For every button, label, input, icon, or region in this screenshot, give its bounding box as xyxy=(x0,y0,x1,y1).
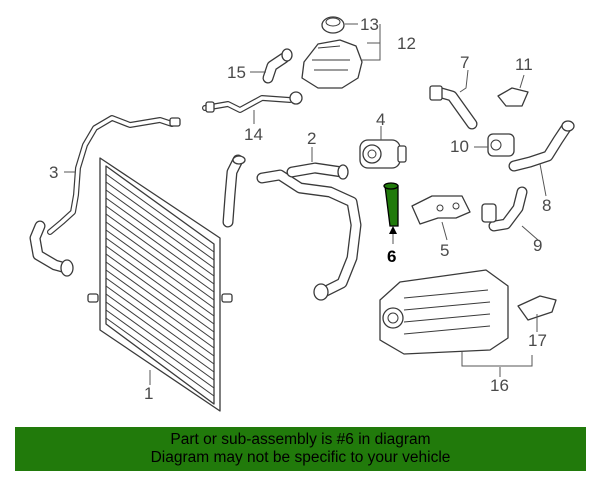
hose-part-3[interactable] xyxy=(29,115,181,277)
bracket-part-11[interactable] xyxy=(497,87,529,107)
banner-line-2: Diagram may not be specific to your vehi… xyxy=(150,449,451,466)
callout-8: 8 xyxy=(542,196,551,215)
hose-part-15[interactable] xyxy=(262,48,293,84)
leader-lines xyxy=(64,23,547,385)
parts-diagram: 13 12 15 14 2 4 3 7 11 10 8 9 5 6 1 17 1… xyxy=(29,15,575,412)
callout-1: 1 xyxy=(144,384,153,403)
callout-2: 2 xyxy=(307,129,316,148)
info-banner: Part or sub-assembly is #6 in diagram Di… xyxy=(15,427,586,471)
callout-labels: 13 12 15 14 2 4 3 7 11 10 8 9 5 6 1 17 1… xyxy=(49,15,551,403)
callout-12: 12 xyxy=(397,34,416,53)
banner-line-1: Part or sub-assembly is #6 in diagram xyxy=(170,431,431,448)
callout-5: 5 xyxy=(440,241,449,260)
thermostat-part-10[interactable] xyxy=(487,133,515,157)
callout-10: 10 xyxy=(450,137,469,156)
sensor-part-17[interactable] xyxy=(517,295,557,321)
radiator-part-1[interactable] xyxy=(87,157,233,412)
callout-15: 15 xyxy=(227,63,246,82)
cap-part-13[interactable] xyxy=(321,16,345,34)
callout-13: 13 xyxy=(360,15,379,34)
reservoir-part-12[interactable] xyxy=(301,39,363,89)
callout-4: 4 xyxy=(376,110,385,129)
callout-9: 9 xyxy=(533,236,542,255)
intercooler-part-16[interactable] xyxy=(379,269,509,355)
callout-7: 7 xyxy=(460,53,469,72)
tube-part-14[interactable] xyxy=(202,91,303,113)
callout-17: 17 xyxy=(528,331,547,350)
hose-part-7[interactable] xyxy=(429,85,478,130)
hose-part-8[interactable] xyxy=(508,120,575,172)
callout-14: 14 xyxy=(244,125,263,144)
hose-part-9[interactable] xyxy=(481,186,528,232)
hose-part-6-highlighted[interactable] xyxy=(383,182,399,227)
bracket-part-5[interactable] xyxy=(411,195,471,225)
callout-6: 6 xyxy=(387,247,396,266)
callout-16: 16 xyxy=(490,376,509,395)
callout-3: 3 xyxy=(49,163,58,182)
pump-part-4[interactable] xyxy=(359,139,407,169)
callout-11: 11 xyxy=(515,55,533,74)
hose-part-2[interactable] xyxy=(222,154,362,301)
